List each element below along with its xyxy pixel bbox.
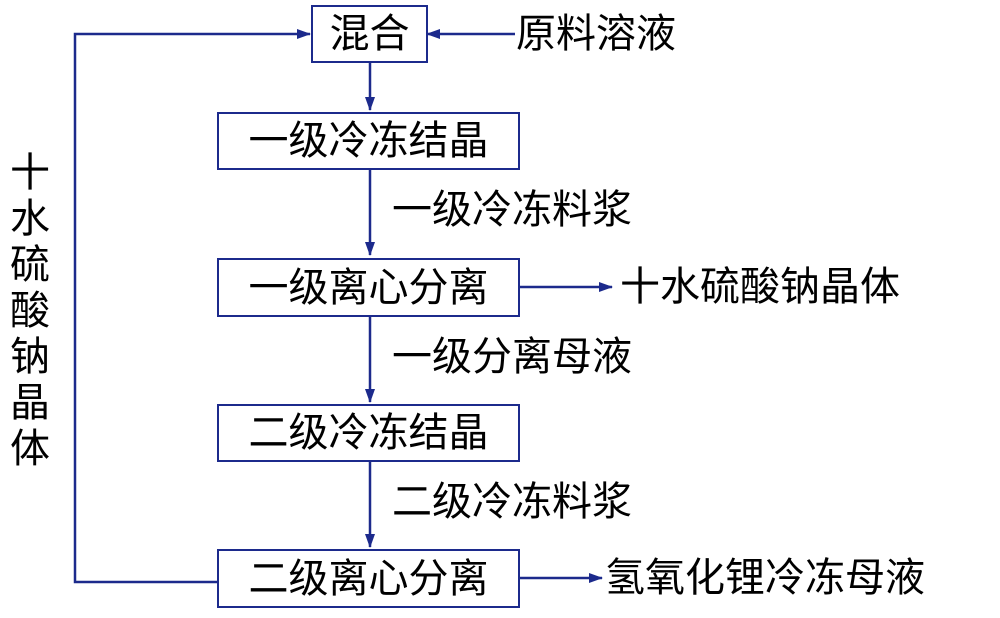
node-freeze-1: 一级冷冻结晶 <box>217 112 520 170</box>
label-recycle-crystal: 十水硫酸钠晶体 <box>10 150 50 472</box>
label-crystal-output: 十水硫酸钠晶体 <box>620 264 900 310</box>
label-slurry-2: 二级冷冻料浆 <box>392 479 632 525</box>
recycle-loop-arrow <box>73 29 311 584</box>
label-final-mother-liquor: 氢氧化锂冷冻母液 <box>605 555 925 601</box>
node-separate-1: 一级离心分离 <box>217 258 520 317</box>
label-raw-solution: 原料溶液 <box>516 11 676 57</box>
label-mother-liquor-1: 一级分离母液 <box>392 334 632 380</box>
label-slurry-1: 一级冷冻料浆 <box>392 187 632 233</box>
node-mix: 混合 <box>311 5 428 63</box>
node-separate-2: 二级离心分离 <box>217 549 520 608</box>
node-freeze-2: 二级冷冻结晶 <box>217 404 520 462</box>
